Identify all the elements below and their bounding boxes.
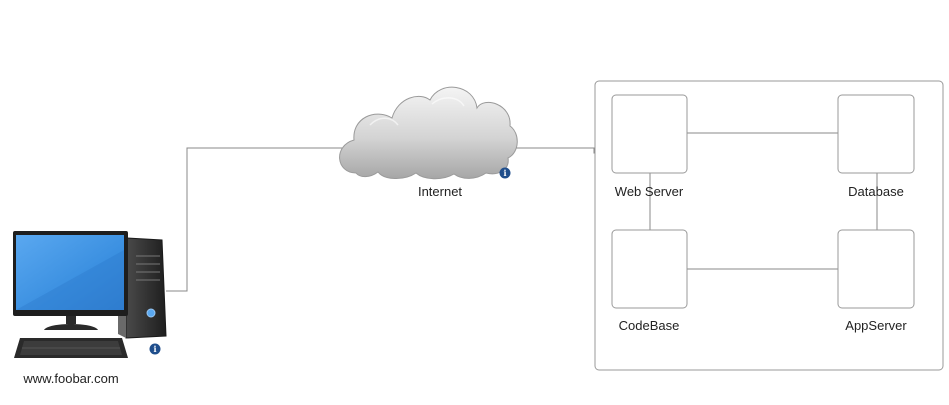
client-label: www.foobar.com (22, 371, 118, 386)
cloud-icon[interactable] (339, 86, 518, 180)
info-icon[interactable]: i (499, 167, 511, 179)
connector-client-internet (166, 147, 342, 292)
info-icon[interactable]: i (149, 343, 161, 355)
node-appserver-label: AppServer (845, 318, 907, 333)
node-web-server-box[interactable] (611, 94, 688, 174)
node-appserver-box[interactable] (837, 229, 915, 309)
internet-label: Internet (418, 184, 462, 199)
svg-text:i: i (503, 168, 506, 178)
node-web-server-label: Web Server (615, 184, 684, 199)
node-codebase-box[interactable] (611, 229, 688, 309)
node-codebase-label: CodeBase (619, 318, 680, 333)
svg-text:i: i (153, 344, 156, 354)
node-database-box[interactable] (837, 94, 915, 174)
node-database-label: Database (848, 184, 904, 199)
desktop-computer-icon[interactable] (13, 231, 167, 358)
